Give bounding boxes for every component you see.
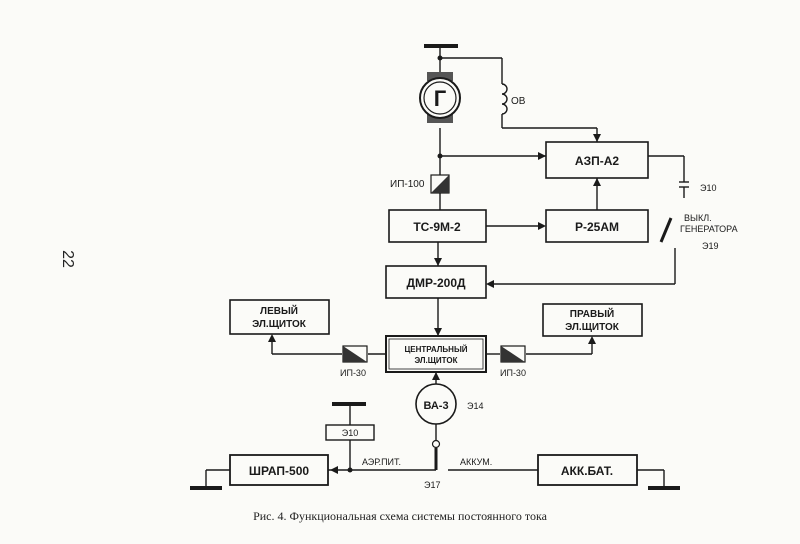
central-panel-inner [388,338,484,370]
ts-9m-2-box [388,209,487,243]
shunt-fill [343,346,367,362]
e19-label: Э19 [702,241,718,251]
e10-top-label: Э10 [700,183,716,193]
shrap-500-box [229,454,329,486]
switch-label-line2: ГЕНЕРАТОРА [680,224,738,234]
akkum-label: АККУМ. [460,457,492,467]
arrowhead [538,222,546,230]
winding-coil [501,83,508,115]
figure-caption: Рис. 4. Функциональная схема системы пос… [253,509,547,523]
generator-switch-lever [659,217,673,243]
battery-label: АКК.БАТ. [561,464,613,478]
central-panel-box [385,335,487,373]
winding-label: ОВ [511,96,526,107]
junction-dot [437,55,443,61]
ts-9m-2-label: ТС-9М-2 [413,220,461,234]
arrowhead [434,328,442,336]
azp-a2-box [545,141,649,179]
aer-label: АЭР.ПИТ. [362,457,401,467]
arrowhead [593,178,601,186]
left-panel-line1: ЛЕВЫЙ [260,304,298,317]
dmr-200d-label: ДМР-200Д [406,276,466,290]
e17-label: Э17 [424,480,440,490]
e10-box [325,424,375,441]
left-panel-line2: ЭЛ.ЩИТОК [252,319,307,330]
shrap-500-label: ШРАП-500 [249,464,309,478]
right-panel-box [542,303,643,337]
arrowhead [330,466,338,474]
r-25am-box [545,209,649,243]
arrowhead [538,152,546,160]
central-panel-line1: ЦЕНТРАЛЬНЫЙ [404,345,467,354]
generator-symbol: Г [434,86,447,111]
ammeter-va3 [415,383,457,425]
arrowhead [588,336,596,344]
right-panel-line2: ЭЛ.ЩИТОК [565,322,620,333]
arrowhead [486,280,494,288]
shunt-fill [501,346,525,362]
page-number: 22 [58,250,76,268]
r-25am-label: Р-25АМ [575,220,619,234]
left-panel-box [229,299,330,335]
right-panel-line1: ПРАВЫЙ [570,307,614,320]
switch-contact [431,439,441,449]
e14-label: Э14 [467,401,483,411]
ip30-left-label: ИП-30 [340,368,366,378]
central-panel-line2: ЭЛ.ЩИТОК [415,356,458,365]
junction-dot [347,467,353,473]
ip100-label: ИП-100 [390,179,425,190]
dmr-200d-box [385,265,487,299]
ip30-right-label: ИП-30 [500,368,526,378]
arrowhead [593,134,601,142]
switch-label-line1: ВЫКЛ. [684,213,712,223]
generator: Г [419,72,461,123]
junction-dot [437,153,443,159]
va3-label: ВА-3 [423,400,448,412]
e10-box-label: Э10 [342,428,358,438]
arrowhead [434,258,442,266]
azp-a2-label: АЗП-А2 [575,154,619,168]
battery-box [537,454,638,486]
arrowhead [268,334,276,342]
shunt-fill [431,175,449,193]
arrowhead [432,372,440,380]
